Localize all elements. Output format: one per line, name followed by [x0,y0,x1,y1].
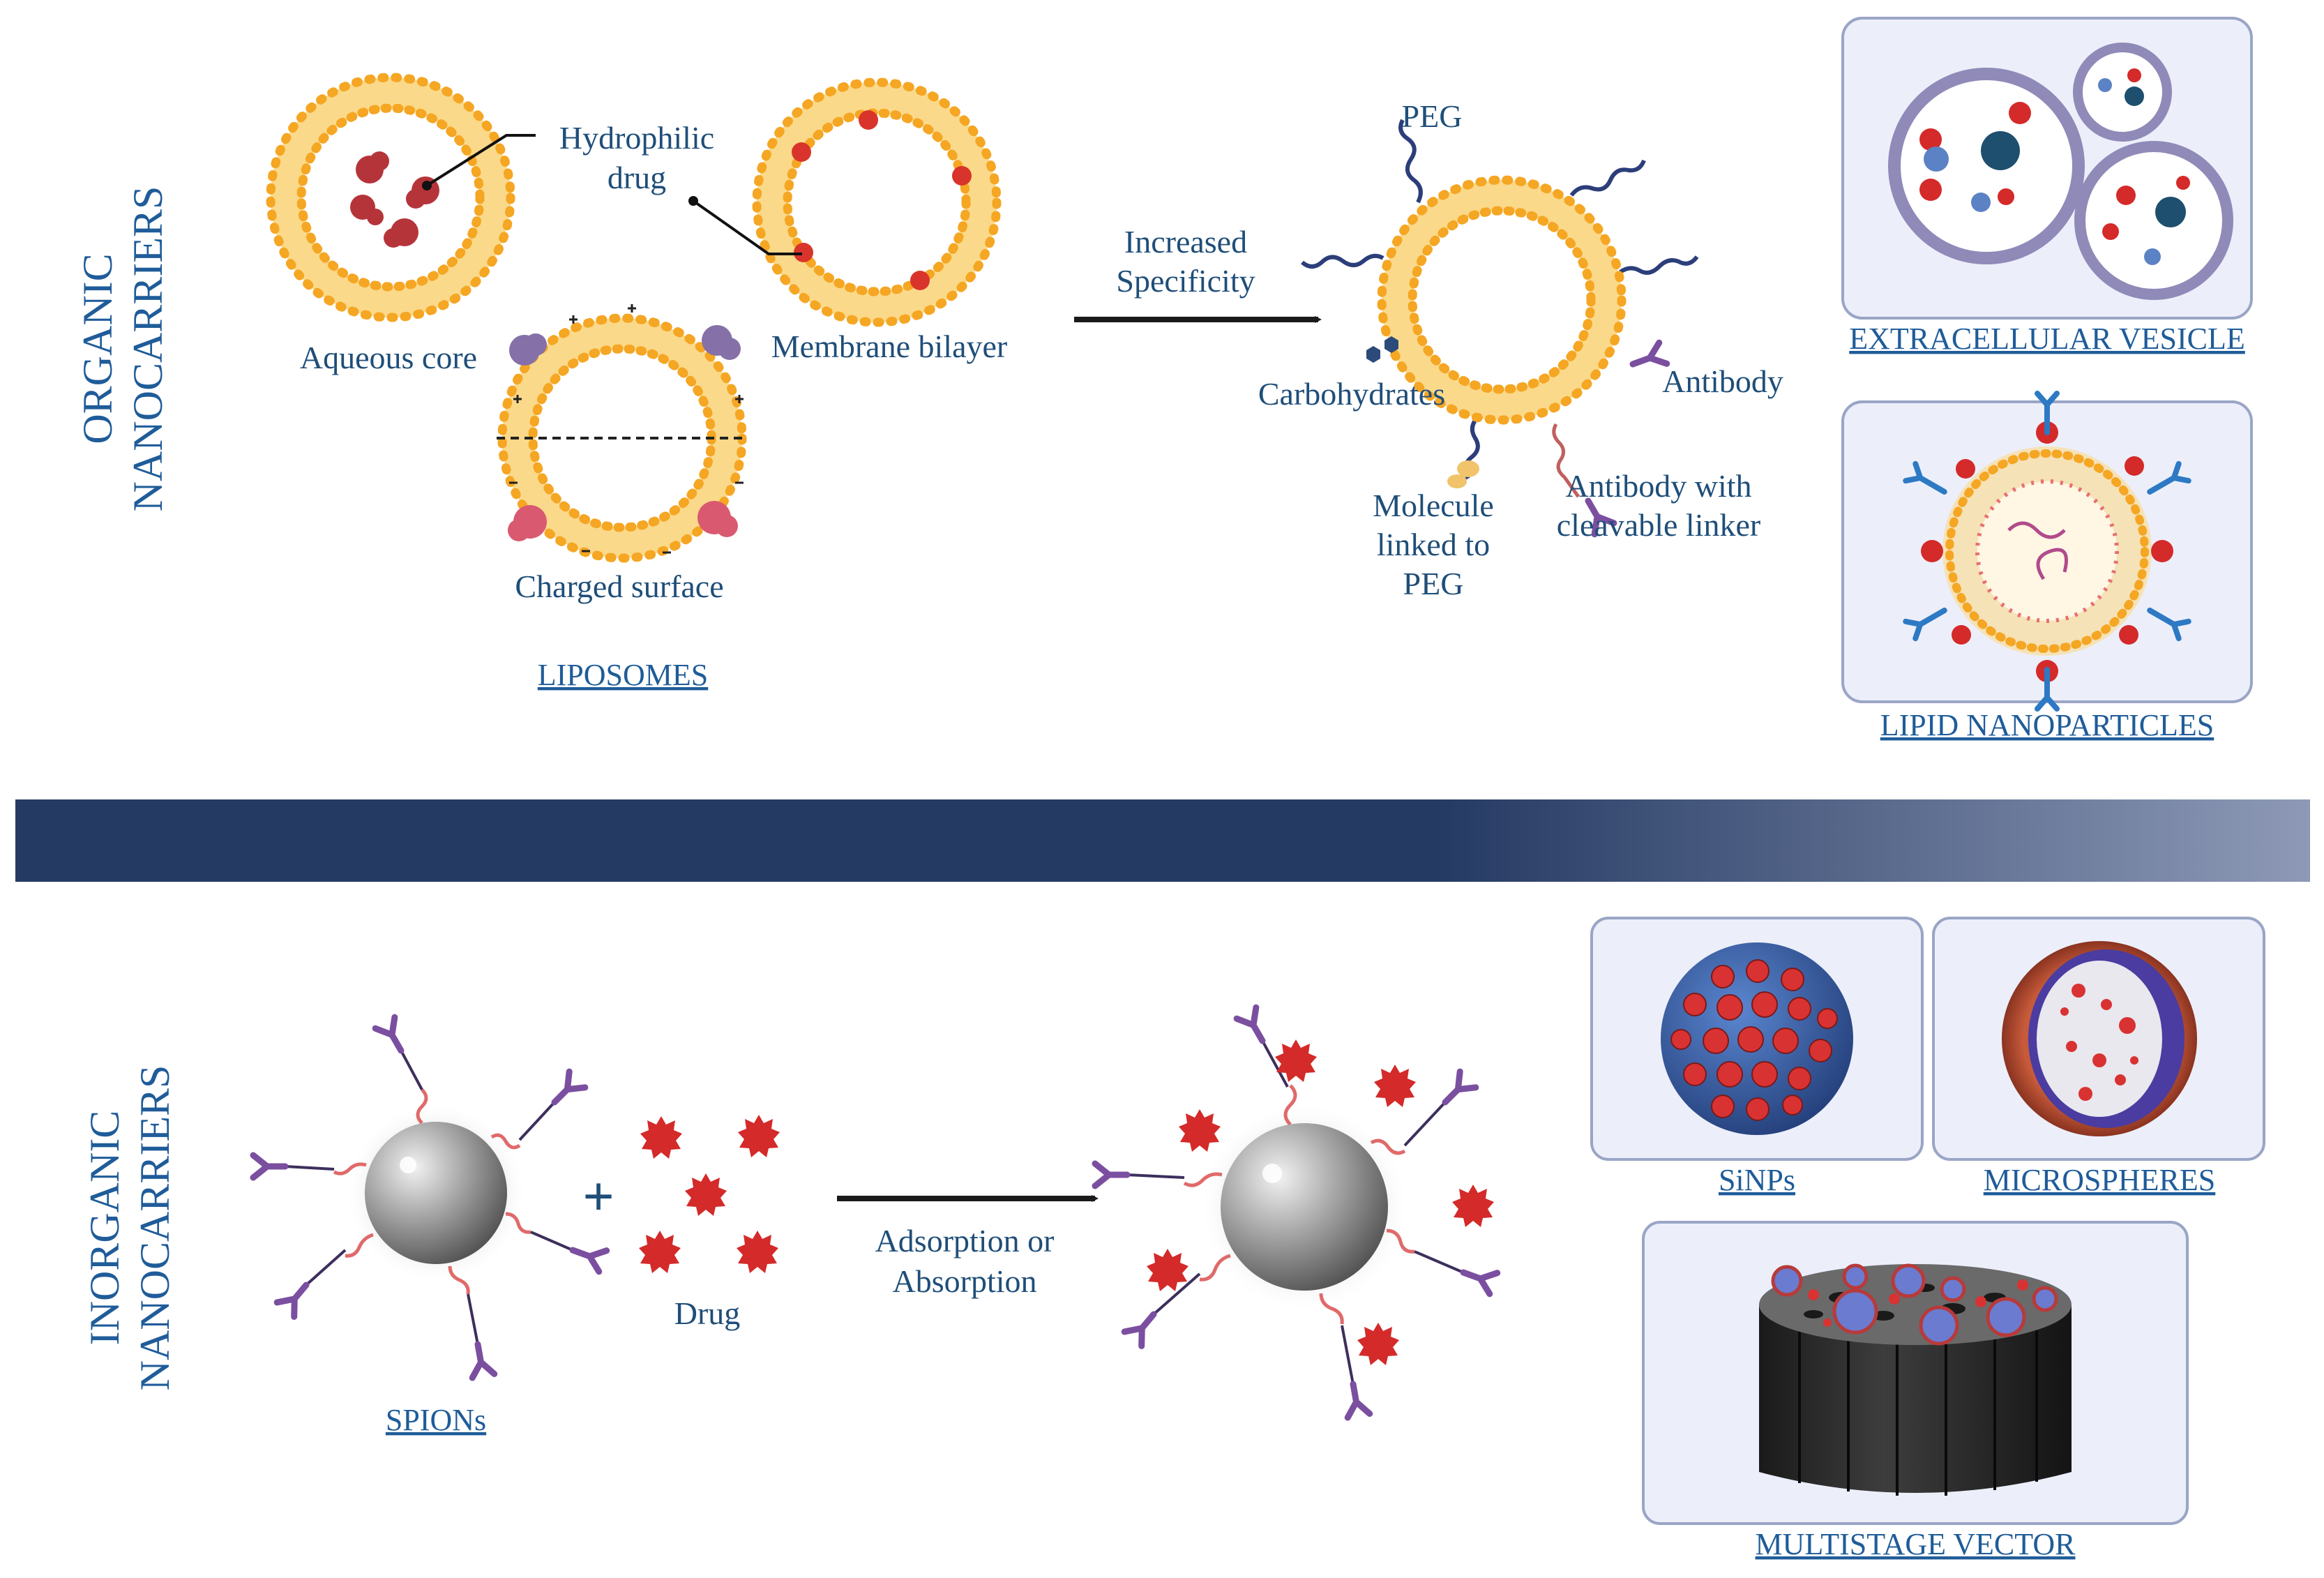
targeted-liposome [1301,119,1699,538]
extracellular-vesicle-caption: EXTRACELLULAR VESICLE [1849,322,2245,356]
adsorption-label-2: Absorption [893,1263,1037,1299]
svg-text:INORGANIC: INORGANIC [82,1111,128,1346]
extracellular-vesicle-panel [1841,17,2253,320]
charged-surface-label: Charged surface [515,569,723,604]
free-drug-molecules [639,1115,780,1273]
membrane-pointer [692,200,802,255]
section-divider-band [15,799,2310,882]
lipid-nanoparticles-caption: LIPID NANOPARTICLES [1880,708,2214,742]
aqueous-core-label: Aqueous core [300,340,477,375]
organic-section-title: ORGANIC NANOCARRIERS [75,186,171,512]
molecule-peg-label: Molecule [1373,488,1494,523]
lipid-nanoparticles-panel [1841,391,2253,712]
antibody-linker-label: Antibody with [1565,468,1751,504]
hydrophilic-drug-label-2: drug [608,160,666,195]
svg-text:ORGANIC: ORGANIC [75,253,121,444]
membrane-bilayer-label: Membrane bilayer [771,329,1007,364]
plus-sign: + [582,1166,614,1228]
hydrophilic-drug-label: Hydrophilic [559,120,714,156]
multistage-vector-panel [1642,1221,2189,1525]
liposome-charged-surface [497,304,748,558]
molecule-peg-label-2: linked to [1377,527,1490,562]
multistage-vector-caption: MULTISTAGE VECTOR [1756,1527,2076,1561]
liposome-aqueous-core [271,77,511,317]
spions-caption: SPIONs [386,1403,486,1437]
drug-label: Drug [674,1295,741,1331]
sinps-caption: SiNPs [1719,1163,1795,1197]
increased-specificity-label: Increased [1124,224,1247,260]
antibody-label: Antibody [1662,363,1783,399]
microspheres-panel [1932,917,2265,1161]
microspheres-caption: MICROSPHERES [1984,1163,2216,1197]
hydrophilic-drug-pointer [425,134,536,187]
svg-text:NANOCARRIERS: NANOCARRIERS [125,186,171,512]
increased-specificity-label-2: Specificity [1116,263,1255,299]
svg-text:NANOCARRIERS: NANOCARRIERS [132,1065,178,1391]
spion-particle [253,1017,607,1378]
peg-label: PEG [1402,98,1463,134]
antibody-linker-label-2: cleavable linker [1557,507,1760,543]
carbohydrates-label: Carbohydrates [1258,376,1445,412]
sinps-panel [1590,917,1924,1161]
drug-loaded-spion [1095,1007,1497,1418]
inorganic-section-title: INORGANIC NANOCARRIERS [82,1065,178,1391]
molecule-peg-label-3: PEG [1403,566,1464,601]
liposomes-caption: LIPOSOMES [538,658,709,692]
liposome-membrane-drug [757,82,997,322]
adsorption-label: Adsorption or [875,1223,1055,1258]
